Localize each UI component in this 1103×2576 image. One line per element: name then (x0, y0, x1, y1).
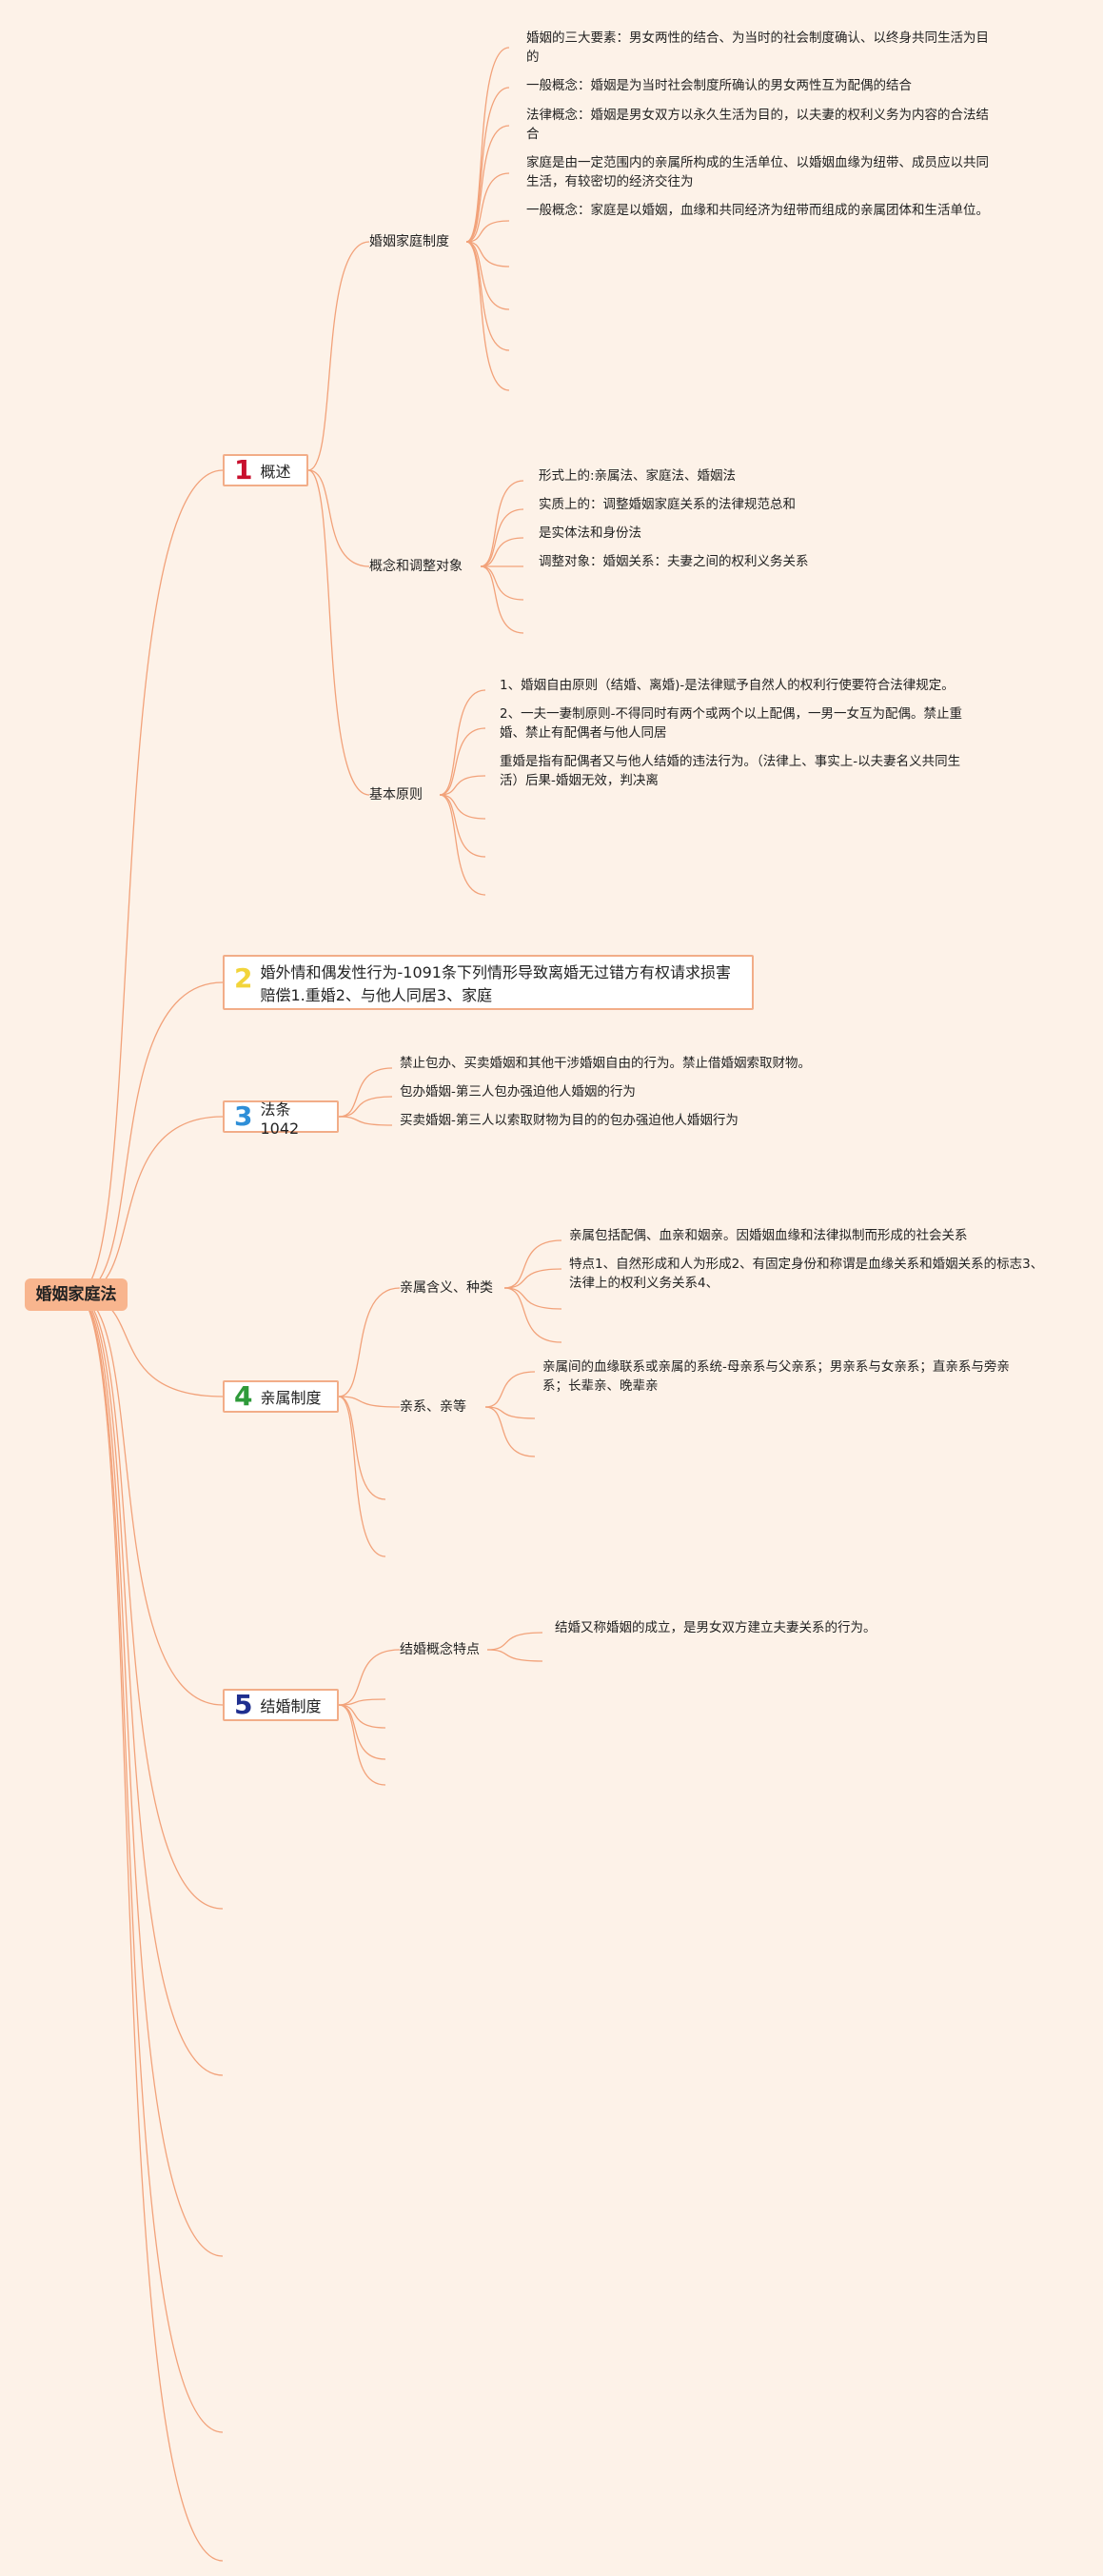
leaf-item[interactable]: 包办婚姻-第三人包办强迫他人婚姻的行为 (400, 1084, 636, 1100)
leaf-item[interactable]: 法律概念：婚姻是男女双方以永久生活为目的，以夫妻的权利义务为内容的合法结合 (526, 108, 989, 142)
root-branch-line (75, 1116, 224, 1296)
topic-kinship-system[interactable]: 4 亲属制度 (223, 1380, 339, 1413)
leaf-item[interactable]: 结婚又称婚姻的成立，是男女双方建立夫妻关系的行为。 (555, 1620, 876, 1635)
connector-line (338, 1649, 401, 1706)
connector-line (484, 1371, 536, 1408)
connector-line (503, 1239, 562, 1289)
connector-line (338, 1396, 386, 1500)
connector-line (480, 537, 524, 567)
root-branch-line (75, 1294, 224, 2257)
connector-line (338, 1287, 401, 1397)
subtopic-kinship-meaning-types[interactable]: 亲属含义、种类 (400, 1280, 493, 1296)
connector-line (484, 1406, 536, 1419)
connector-line (465, 241, 510, 268)
connector-line (307, 469, 370, 567)
connector-line (338, 1704, 386, 1760)
subtopic-marriage-family-system[interactable]: 婚姻家庭制度 (369, 234, 449, 249)
topic-infidelity[interactable]: 2 婚外情和偶发性行为-1091条下列情形导致离婚无过错方有权请求损害赔偿1.重… (223, 955, 754, 1010)
connector-line (439, 794, 486, 896)
connector-line (465, 241, 510, 351)
connector-line (338, 1116, 393, 1126)
connector-line (480, 480, 524, 567)
root-node[interactable]: 婚姻家庭法 (25, 1278, 128, 1311)
connector-line (465, 220, 510, 243)
subtopic-kinship-lines-degrees[interactable]: 亲系、亲等 (400, 1399, 466, 1415)
leaf-item[interactable]: 一般概念：家庭是以婚姻，血缘和共同经济为纽带而组成的亲属团体和生活单位。 (526, 203, 989, 218)
topic-marriage-system[interactable]: 5 结婚制度 (223, 1689, 339, 1721)
leaf-item[interactable]: 调整对象：婚姻关系：夫妻之间的权利义务关系 (539, 554, 809, 569)
topic-label: 结婚制度 (260, 1697, 322, 1715)
root-branch-line (75, 1294, 224, 2562)
connector-line (503, 1268, 562, 1289)
leaf-item[interactable]: 亲属包括配偶、血亲和姻亲。因婚姻血缘和法律拟制而形成的社会关系 (569, 1228, 968, 1243)
topic-label: 亲属制度 (260, 1389, 322, 1407)
subtopic-concept-and-scope[interactable]: 概念和调整对象 (369, 559, 463, 574)
topic-label: 婚外情和偶发性行为-1091条下列情形导致离婚无过错方有权请求损害赔偿1.重婚2… (260, 963, 731, 1004)
topic-number-4: 4 (234, 1380, 253, 1412)
topic-label: 法条1042 (260, 1100, 300, 1138)
leaf-item[interactable]: 一般概念：婚姻是为当时社会制度所确认的男女两性互为配偶的结合 (526, 78, 912, 93)
connector-line (439, 794, 486, 820)
connector-line (338, 1704, 386, 1729)
leaf-item[interactable]: 是实体法和身份法 (539, 525, 641, 541)
connector-line (480, 565, 524, 601)
root-branch-line (75, 1294, 224, 2433)
leaf-item[interactable]: 重婚是指有配偶者又与他人结婚的违法行为。（法律上、事实上-以夫妻名义共同生活）后… (500, 754, 961, 788)
connector-line (338, 1096, 393, 1118)
connector-line (480, 508, 524, 567)
root-branch-line (75, 1294, 224, 1706)
topic-article-1042[interactable]: 3 法条1042 (223, 1100, 339, 1138)
leaf-item[interactable]: 2、一夫一妻制原则-不得同时有两个或两个以上配偶，一男一女互为配偶。禁止重婚、禁… (500, 706, 962, 741)
connector-line (465, 241, 510, 391)
topic-number-3: 3 (234, 1100, 253, 1132)
subtopic-marriage-concept[interactable]: 结婚概念特点 (400, 1642, 480, 1657)
root-branch-line (75, 981, 224, 1296)
connector-line (465, 241, 510, 310)
connector-line (465, 172, 510, 243)
connector-line (439, 689, 486, 796)
connector-line (486, 1632, 543, 1651)
connector-line (338, 1396, 386, 1557)
topic-number-5: 5 (234, 1689, 253, 1720)
connector-line (480, 565, 524, 634)
connector-line (465, 47, 510, 243)
root-branch-line (75, 1294, 224, 1910)
connector-line (465, 125, 510, 243)
topic-overview[interactable]: 1 概述 (223, 454, 308, 486)
leaf-item[interactable]: 婚姻的三大要素：男女两性的结合、为当时的社会制度确认、以终身共同生活为目的 (526, 30, 989, 65)
connector-line (338, 1704, 386, 1786)
connector-line (486, 1649, 543, 1662)
topic-number-2: 2 (234, 962, 253, 994)
connector-line (307, 241, 370, 471)
leaf-item[interactable]: 形式上的:亲属法、家庭法、婚姻法 (539, 468, 737, 484)
connector-line (307, 469, 370, 796)
connector-line (503, 1287, 562, 1310)
leaf-item[interactable]: 实质上的：调整婚姻家庭关系的法律规范总和 (539, 497, 796, 512)
leaf-item[interactable]: 1、婚姻自由原则（结婚、离婚)-是法律赋予自然人的权利行使要符合法律规定。 (500, 678, 955, 693)
leaf-item[interactable]: 亲属间的血缘联系或亲属的系统-母亲系与父亲系；男亲系与女亲系；直亲系与旁亲系；长… (542, 1359, 1010, 1394)
connector-line (439, 794, 486, 858)
subtopic-basic-principles[interactable]: 基本原则 (369, 787, 423, 803)
topic-label: 概述 (260, 463, 291, 481)
connector-line (338, 1396, 401, 1408)
connector-line (439, 775, 486, 796)
connector-line (439, 727, 486, 796)
connector-line (338, 1067, 393, 1118)
leaf-item[interactable]: 家庭是由一定范围内的亲属所构成的生活单位、以婚姻血缘为纽带、成员应以共同生活，有… (526, 155, 989, 189)
connector-line (465, 87, 510, 243)
root-branch-line (75, 1294, 224, 2076)
leaf-item[interactable]: 买卖婚姻-第三人以索取财物为目的的包办强迫他人婚姻行为 (400, 1113, 739, 1128)
leaf-item[interactable]: 禁止包办、买卖婚姻和其他干涉婚姻自由的行为。禁止借婚姻索取财物。 (400, 1056, 811, 1071)
leaf-item[interactable]: 特点1、自然形成和人为形成2、有固定身份和称谓是血缘关系和婚姻关系的标志3、法律… (569, 1257, 1044, 1291)
root-branch-line (75, 469, 224, 1296)
connector-line (484, 1406, 536, 1457)
connector-line (338, 1698, 386, 1706)
topic-number-1: 1 (234, 454, 253, 485)
connector-line (503, 1287, 562, 1343)
